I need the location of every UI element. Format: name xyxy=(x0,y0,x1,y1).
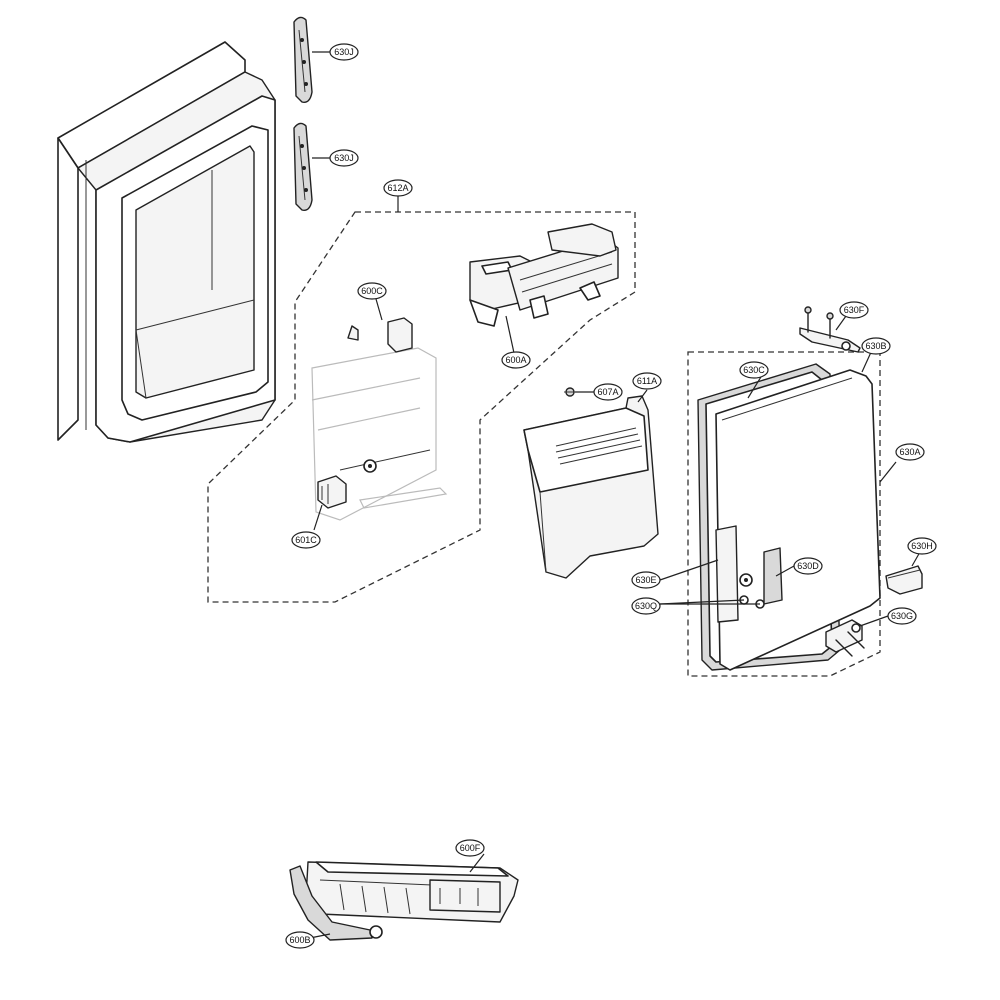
callout-600a: 600A xyxy=(501,351,531,369)
svg-text:630J: 630J xyxy=(334,47,354,57)
clip-630j-top xyxy=(293,16,313,103)
clip-630j-bottom xyxy=(293,122,313,211)
callout-630c: 630C xyxy=(739,361,769,379)
callout-630q: 630Q xyxy=(631,597,661,615)
door-630b xyxy=(659,349,881,671)
svg-text:612A: 612A xyxy=(387,183,408,193)
callout-612a: 612A xyxy=(383,179,413,197)
callout-601c: 601C xyxy=(291,531,321,549)
icemaker-tray-600f xyxy=(305,853,519,923)
svg-text:630C: 630C xyxy=(743,365,765,375)
assembly-boundary-630a xyxy=(687,351,881,677)
svg-text:600C: 600C xyxy=(361,286,383,296)
svg-text:630G: 630G xyxy=(891,611,913,621)
callout-600f: 600F xyxy=(455,839,485,857)
callout-630e: 630E xyxy=(631,571,661,589)
callout-630g: 630G xyxy=(887,607,917,625)
callout-630f: 630F xyxy=(839,301,869,319)
callout-630h: 630H xyxy=(907,537,937,555)
callout-630d: 630D xyxy=(793,557,823,575)
svg-text:630B: 630B xyxy=(865,341,886,351)
screw-607a xyxy=(564,387,594,397)
svg-text:607A: 607A xyxy=(597,387,618,397)
callout-630j-bottom: 630J xyxy=(312,149,359,167)
assembly-boundary-612a xyxy=(207,211,636,603)
svg-text:611A: 611A xyxy=(637,376,657,386)
ejector-arm-600b xyxy=(289,865,383,941)
callout-600c: 600C xyxy=(357,282,387,300)
part-630h xyxy=(885,551,923,595)
cover-611a xyxy=(523,389,659,579)
svg-text:630F: 630F xyxy=(844,305,865,315)
hinge-630f xyxy=(799,306,861,353)
svg-text:601C: 601C xyxy=(295,535,317,545)
svg-text:600A: 600A xyxy=(505,355,526,365)
callout-630b: 630B xyxy=(861,337,891,355)
callout-600b: 600B xyxy=(285,931,315,949)
svg-text:630J: 630J xyxy=(334,153,354,163)
bracket-600c xyxy=(311,298,448,531)
callout-607a: 607A xyxy=(593,383,623,401)
svg-text:600B: 600B xyxy=(289,935,310,945)
svg-text:630Q: 630Q xyxy=(635,601,657,611)
icemaker-motor-600a xyxy=(469,223,619,354)
svg-text:630D: 630D xyxy=(797,561,819,571)
door-liner-frame xyxy=(57,41,276,443)
callout-630j-top: 630J xyxy=(312,43,359,61)
callout-611a: 611A xyxy=(632,372,662,390)
hinge-630g xyxy=(825,615,889,657)
svg-text:630H: 630H xyxy=(911,541,933,551)
svg-text:630E: 630E xyxy=(635,575,656,585)
svg-text:600F: 600F xyxy=(460,843,481,853)
callout-630a: 630A xyxy=(895,443,925,461)
svg-text:630A: 630A xyxy=(899,447,920,457)
